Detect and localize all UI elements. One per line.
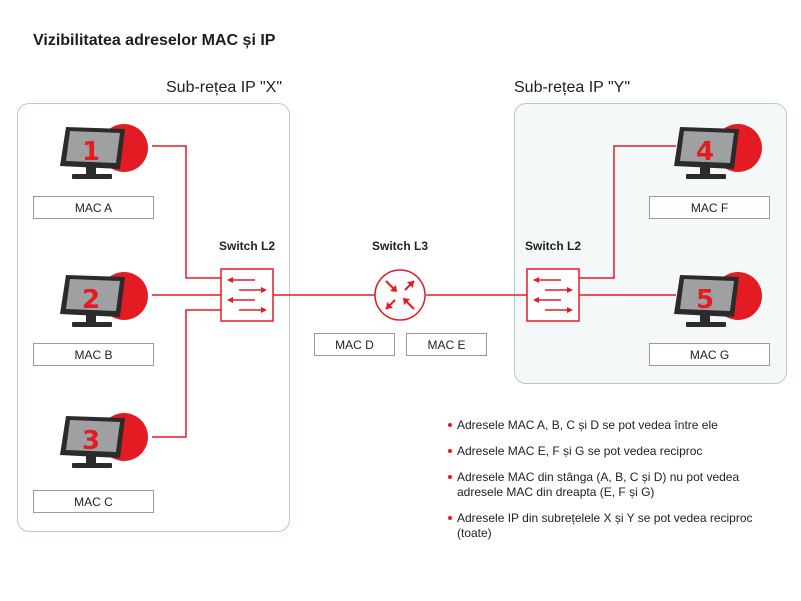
switch-l3-router-icon bbox=[374, 269, 426, 321]
mac-f-label: MAC F bbox=[649, 196, 770, 219]
notes-list: Adresele MAC A, B, C și D se pot vedea î… bbox=[448, 418, 778, 552]
switch-l2-left-icon bbox=[220, 268, 274, 322]
switch-l2-right-icon bbox=[526, 268, 580, 322]
links-right bbox=[578, 145, 676, 296]
links-left bbox=[152, 145, 528, 438]
note-item: Adresele MAC E, F și G se pot vedea reci… bbox=[448, 444, 778, 459]
subnet-x-label: Sub-rețea IP "X" bbox=[166, 79, 283, 96]
pc-3-number: 3 bbox=[81, 426, 101, 456]
note-item: Adresele MAC din stânga (A, B, C și D) n… bbox=[448, 470, 778, 500]
mac-e-label: MAC E bbox=[406, 333, 487, 356]
mac-a-label: MAC A bbox=[33, 196, 154, 219]
pc-1-number: 1 bbox=[81, 137, 101, 167]
pc-2-number: 2 bbox=[81, 285, 101, 315]
pc-5-number: 5 bbox=[695, 285, 715, 315]
switch-l3-label: Switch L3 bbox=[372, 239, 429, 253]
note-item: Adresele MAC A, B, C și D se pot vedea î… bbox=[448, 418, 778, 433]
subnet-y-label: Sub-rețea IP "Y" bbox=[514, 79, 631, 96]
pc-4-number: 4 bbox=[695, 137, 715, 167]
mac-b-label: MAC B bbox=[33, 343, 154, 366]
note-item: Adresele IP din subrețelele X și Y se po… bbox=[448, 511, 778, 541]
page-title: Vizibilitatea adreselor MAC și IP bbox=[33, 32, 276, 49]
switch-left-label: Switch L2 bbox=[219, 239, 276, 253]
mac-d-label: MAC D bbox=[314, 333, 395, 356]
mac-g-label: MAC G bbox=[649, 343, 770, 366]
switch-right-label: Switch L2 bbox=[525, 239, 582, 253]
mac-c-label: MAC C bbox=[33, 490, 154, 513]
